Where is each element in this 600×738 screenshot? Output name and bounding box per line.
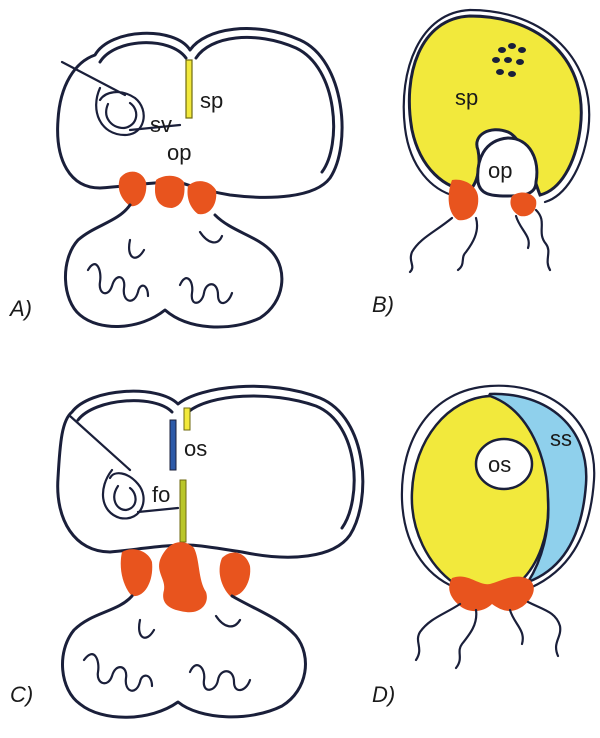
- panel-a-trabeculae: [88, 232, 232, 303]
- panel-d-panel-label: D): [372, 682, 395, 707]
- panel-a-label-sp: sp: [200, 88, 223, 113]
- panel-a-label-op: op: [167, 140, 191, 165]
- panel-c-cushion-middle: [159, 542, 207, 612]
- panel-c-septum-primum-lower: [180, 480, 186, 542]
- panel-d-wall-left: [416, 604, 460, 660]
- panel-a-panel-label: A): [8, 296, 32, 321]
- panel-a-cushion-right: [187, 181, 216, 214]
- panel-c-cushion-right: [220, 552, 251, 596]
- panel-a: sp sv op A): [8, 29, 342, 327]
- panel-c-cushion-left: [121, 549, 153, 596]
- panel-b-wall-right-inner: [516, 216, 529, 248]
- panel-d-wall-right: [528, 602, 560, 656]
- panel-b-wall-left: [410, 218, 452, 272]
- panel-c: os fo C): [10, 386, 363, 717]
- panel-b: sp op B): [372, 10, 589, 317]
- panel-c-septum-primum-upper: [184, 408, 190, 430]
- panel-c-label-os: os: [184, 436, 207, 461]
- panel-a-septum-primum: [186, 60, 192, 118]
- panel-a-cushion-left: [119, 172, 147, 207]
- panel-c-septum-secundum: [170, 420, 176, 470]
- panel-a-sinus-venosus-inner: [106, 103, 136, 128]
- panel-d-label-os: os: [488, 452, 511, 477]
- panel-c-trabeculae: [84, 616, 250, 691]
- panel-b-label-op: op: [488, 158, 512, 183]
- panel-c-sinus-venosus-inner: [114, 486, 135, 510]
- panel-c-ventricles: [63, 596, 306, 717]
- panel-c-sinus-venosus: [70, 416, 144, 518]
- panel-d: os ss D): [372, 386, 594, 707]
- panel-c-valve-line: [138, 508, 178, 512]
- panel-d-wall-right-inner: [510, 610, 523, 644]
- panel-b-panel-label: B): [372, 292, 394, 317]
- panel-b-cushion-right: [510, 193, 536, 217]
- panel-d-label-ss: ss: [550, 426, 572, 451]
- panel-c-label-fo: fo: [152, 482, 170, 507]
- panel-a-cushion-middle: [155, 176, 185, 208]
- panel-c-panel-label: C): [10, 682, 33, 707]
- panel-d-wall-left-inner: [456, 610, 476, 668]
- panel-b-label-sp: sp: [455, 85, 478, 110]
- panel-c-atria: [58, 386, 363, 557]
- panel-b-wall-left-inner: [458, 218, 477, 270]
- panel-b-wall-right: [536, 210, 550, 270]
- panel-a-label-sv: sv: [150, 112, 172, 137]
